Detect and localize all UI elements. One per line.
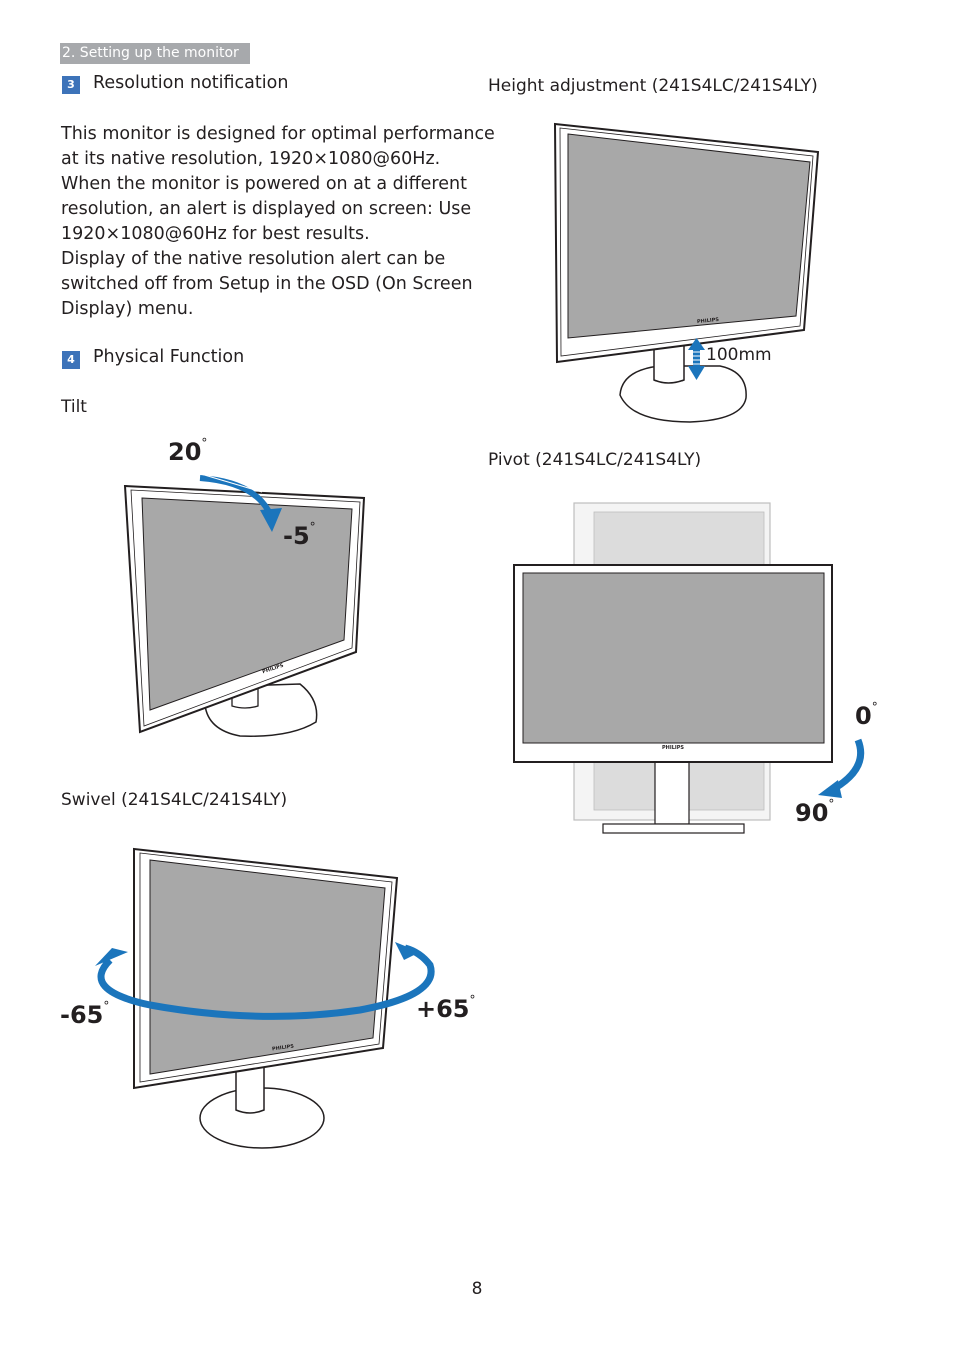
degree-symbol: ° — [309, 520, 316, 534]
section-title: Physical Function — [93, 347, 245, 367]
body-line: Display) menu. — [61, 299, 194, 319]
swivel-caption: Swivel (241S4LC/241S4LY) — [61, 790, 288, 810]
body-line: 1920×1080@60Hz for best results. — [61, 224, 370, 244]
pivot-angle-end: 90° — [795, 797, 835, 827]
height-range-label: 100mm — [706, 345, 772, 365]
degree-symbol: ° — [103, 999, 110, 1013]
section-tag: 2. Setting up the monitor — [60, 43, 250, 64]
tilt-angle-down: -5° — [283, 520, 316, 550]
degree-symbol: ° — [828, 797, 835, 811]
angle-value: 90 — [795, 799, 829, 827]
pivot-caption: Pivot (241S4LC/241S4LY) — [488, 450, 702, 470]
body-line: Display of the native resolution alert c… — [61, 249, 446, 269]
degree-symbol: ° — [469, 993, 476, 1007]
page-number: 8 — [471, 1279, 483, 1299]
tilt-caption: Tilt — [61, 397, 87, 417]
degree-symbol: ° — [201, 436, 208, 450]
swivel-angle-left: -65° — [60, 999, 110, 1029]
angle-value: +65 — [416, 995, 470, 1023]
swivel-angle-right: +65° — [416, 993, 476, 1023]
body-line: This monitor is designed for optimal per… — [61, 124, 495, 144]
brand-logo: PHILIPS — [271, 1043, 295, 1053]
angle-value: 20 — [168, 438, 202, 466]
body-line: at its native resolution, 1920×1080@60Hz… — [61, 149, 441, 169]
height-caption: Height adjustment (241S4LC/241S4LY) — [488, 76, 818, 96]
body-line: resolution, an alert is displayed on scr… — [61, 199, 472, 219]
brand-logo: PHILIPS — [662, 745, 685, 751]
body-line: switched off from Setup in the OSD (On S… — [61, 274, 473, 294]
angle-value: 0 — [855, 702, 872, 730]
body-text: This monitor is designed for optimal per… — [61, 122, 495, 322]
pivot-angle-start: 0° — [855, 700, 878, 730]
section-title: Resolution notification — [93, 73, 289, 93]
body-line: When the monitor is powered on at a diff… — [61, 174, 467, 194]
angle-value: -5 — [283, 522, 310, 550]
tilt-angle-up: 20° — [168, 436, 208, 466]
degree-symbol: ° — [871, 700, 878, 714]
brand-logo: PHILIPS — [261, 662, 285, 676]
section-number: 4 — [62, 351, 80, 369]
angle-value: -65 — [60, 1001, 104, 1029]
section-number: 3 — [62, 76, 80, 94]
brand-logo: PHILIPS — [696, 316, 720, 326]
